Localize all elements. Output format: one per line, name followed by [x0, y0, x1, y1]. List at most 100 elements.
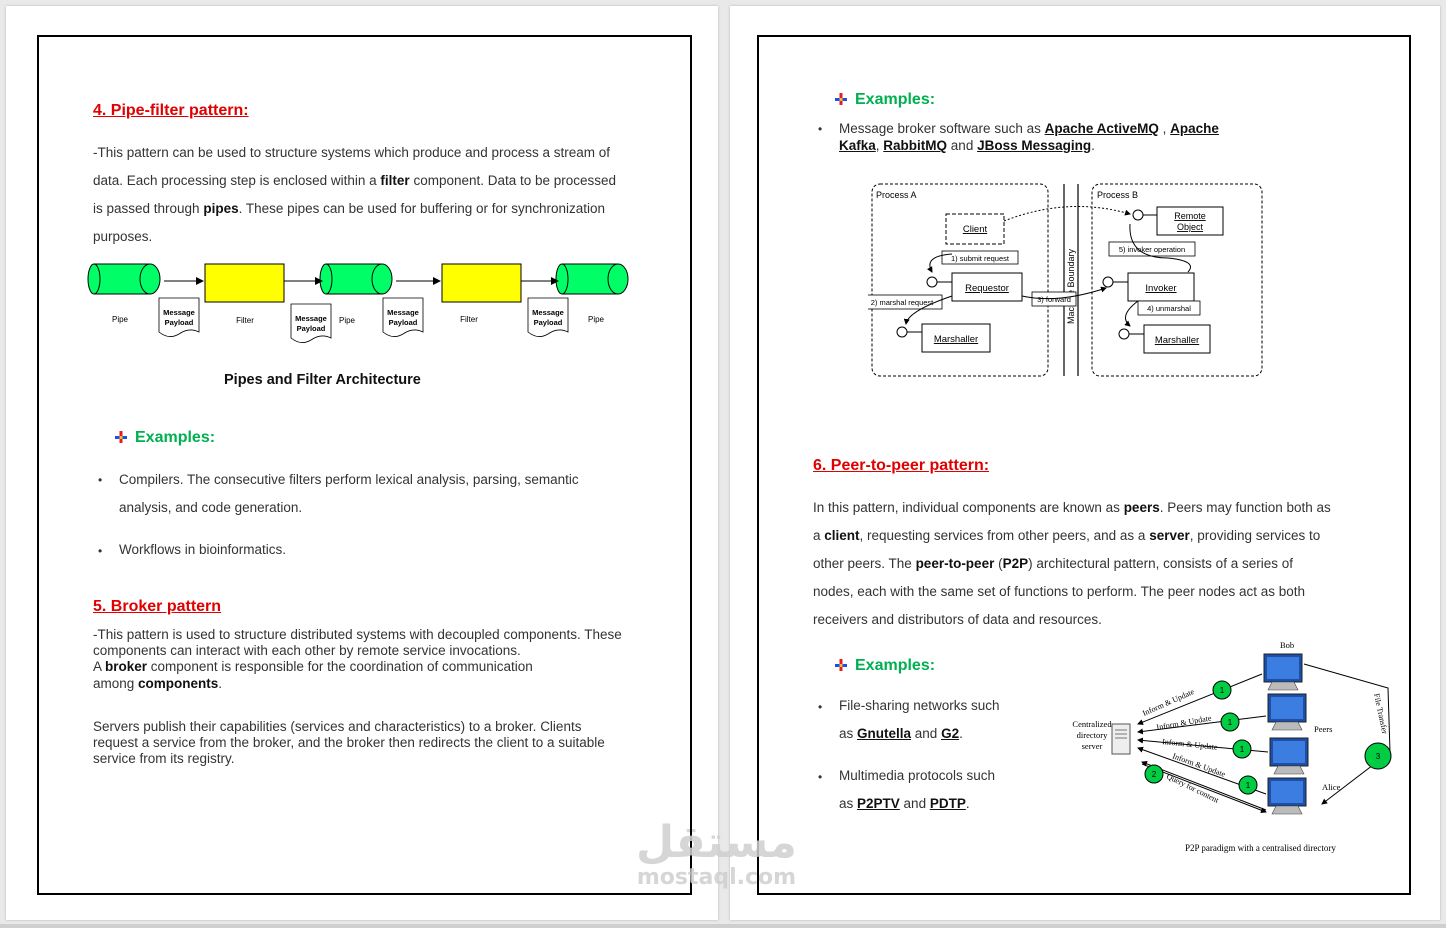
pipe-label: Pipe: [588, 315, 605, 324]
pipe-cylinder: [555, 263, 629, 295]
svg-text:1) submit request: 1) submit request: [951, 254, 1010, 263]
peer-computer-icon: [1267, 777, 1307, 815]
broker-diagram: Process A Process B Machine Boundary Cli…: [868, 183, 1263, 377]
p2p-heading: 6. Peer-to-peer pattern:: [813, 457, 990, 474]
svg-text:Message: Message: [387, 308, 419, 317]
pipe-cylinder: [319, 263, 393, 295]
bullet-dot: •: [98, 544, 103, 558]
directory-server-icon: [1111, 723, 1131, 755]
svg-text:Payload: Payload: [297, 324, 326, 333]
svg-text:3) forward: 3) forward: [1037, 295, 1071, 304]
text-line: -This pattern can be used to structure s…: [93, 145, 610, 160]
broker-paragraph-1: -This pattern is used to structure distr…: [93, 627, 622, 691]
link-apache-kafka[interactable]: Kafka: [839, 138, 876, 153]
link-jboss-messaging[interactable]: JBoss Messaging: [977, 138, 1092, 153]
svg-text:Message: Message: [295, 314, 327, 323]
p2p-diagram: Centralized directory server Bob Peers A…: [1072, 640, 1392, 853]
diagram-caption: Pipes and Filter Architecture: [224, 372, 421, 388]
link-pdtp[interactable]: PDTP: [929, 796, 966, 811]
svg-text:1: 1: [1220, 686, 1225, 695]
step-badge: 2: [1144, 764, 1164, 784]
text-line: data. Each processing step is enclosed w…: [93, 173, 617, 188]
examples-heading: Examples:: [135, 429, 216, 446]
svg-text:Inform & Update: Inform & Update: [1162, 737, 1219, 752]
step-badge: 3: [1364, 742, 1392, 770]
svg-text:File Transfer: File Transfer: [1372, 693, 1389, 735]
text-line: purposes.: [93, 229, 153, 244]
p2p-examples-heading: Examples:: [855, 657, 936, 674]
link-apache-kafka[interactable]: Apache: [1170, 121, 1219, 136]
link-g2[interactable]: G2: [941, 726, 960, 741]
svg-text:Marshaller: Marshaller: [934, 334, 978, 345]
peer-computer-icon: [1267, 693, 1307, 731]
broker-heading: 5. Broker pattern: [93, 598, 222, 615]
broker-examples-heading: Examples:: [855, 91, 936, 108]
watermark: مستقل mostaql.com: [636, 817, 797, 890]
example-multimedia: Multimedia protocols such as P2PTV and P…: [839, 768, 996, 811]
svg-text:Message: Message: [163, 308, 195, 317]
svg-text:Payload: Payload: [389, 318, 418, 327]
step-badge: 1: [1212, 680, 1232, 700]
svg-text:2) marshal request: 2) marshal request: [871, 298, 934, 307]
plus-bullet-icon: [835, 659, 847, 671]
svg-text:Payload: Payload: [165, 318, 194, 327]
pipe-label: Pipe: [112, 315, 129, 324]
page-border: [757, 35, 1411, 895]
svg-text:1: 1: [1246, 781, 1251, 790]
svg-text:Inform & Update: Inform & Update: [1171, 751, 1227, 779]
message-payload-note: Message Payload: [158, 297, 200, 337]
svg-text:server: server: [1082, 741, 1103, 751]
example-workflows: Workflows in bioinformatics.: [119, 542, 287, 557]
marshaller-box-a: [921, 323, 991, 353]
svg-text:Invoker: Invoker: [1145, 283, 1176, 294]
document-page-right: Examples: • Message broker software such…: [730, 6, 1440, 920]
peer-computer-icon: [1269, 737, 1309, 775]
svg-text:1: 1: [1240, 745, 1245, 754]
svg-text:Remote: Remote: [1174, 211, 1206, 221]
p2p-diagram-caption: P2P paradigm with a centralised director…: [1185, 843, 1336, 853]
process-a-box: [871, 183, 1049, 377]
viewer-scrollbar-track: [0, 924, 1446, 928]
peers-label: Peers: [1314, 724, 1332, 734]
link-p2ptv[interactable]: P2PTV: [857, 796, 900, 811]
machine-boundary-label: Machine Boundary: [1066, 248, 1076, 324]
broker-examples-text: Message broker software such as Apache A…: [839, 121, 1219, 153]
plus-bullet-icon: [115, 431, 127, 443]
svg-text:2: 2: [1152, 770, 1157, 779]
bullet-dot: •: [818, 122, 823, 136]
message-payload-note: Message Payload: [382, 297, 424, 337]
svg-text:1: 1: [1228, 718, 1233, 727]
step-badge: 1: [1220, 712, 1240, 732]
pipe-cylinder: [87, 263, 161, 295]
link-gnutella[interactable]: Gnutella: [857, 726, 912, 741]
svg-text:Requestor: Requestor: [965, 283, 1009, 294]
bullet-dot: •: [818, 770, 823, 784]
link-activemq[interactable]: Apache ActiveMQ: [1044, 121, 1159, 136]
p2p-paragraph: In this pattern, individual components a…: [813, 500, 1331, 627]
step-badge: 1: [1238, 775, 1258, 795]
link-rabbitmq[interactable]: RabbitMQ: [883, 138, 948, 153]
alice-label: Alice: [1322, 782, 1341, 792]
filter-label: Filter: [236, 316, 254, 325]
marshaller-box-b: [1143, 324, 1211, 354]
svg-text:Object: Object: [1177, 222, 1204, 232]
filter-box: [204, 263, 285, 303]
bullet-dot: •: [98, 473, 103, 487]
pipe-label: Pipe: [339, 316, 356, 325]
document-page-left: 4. Pipe-filter pattern: -This pattern ca…: [6, 6, 718, 920]
example-compilers: Compilers. The consecutive filters perfo…: [119, 472, 579, 515]
bob-label: Bob: [1280, 640, 1294, 650]
pipe-filter-heading: 4. Pipe-filter pattern:: [93, 102, 249, 119]
step-badge: 1: [1232, 739, 1252, 759]
svg-text:Marshaller: Marshaller: [1155, 335, 1199, 346]
peer-computer-icon: [1263, 653, 1303, 691]
process-a-label: Process A: [876, 190, 917, 200]
svg-text:Query for content: Query for content: [1165, 772, 1221, 805]
svg-text:Inform & Update: Inform & Update: [1156, 713, 1213, 732]
page-border: [37, 35, 692, 895]
process-b-label: Process B: [1097, 190, 1138, 200]
svg-text:Centralized: Centralized: [1072, 719, 1112, 729]
svg-text:4) unmarshal: 4) unmarshal: [1147, 304, 1191, 313]
message-payload-note: Message Payload: [290, 303, 332, 343]
remote-object-box: [1156, 206, 1224, 236]
